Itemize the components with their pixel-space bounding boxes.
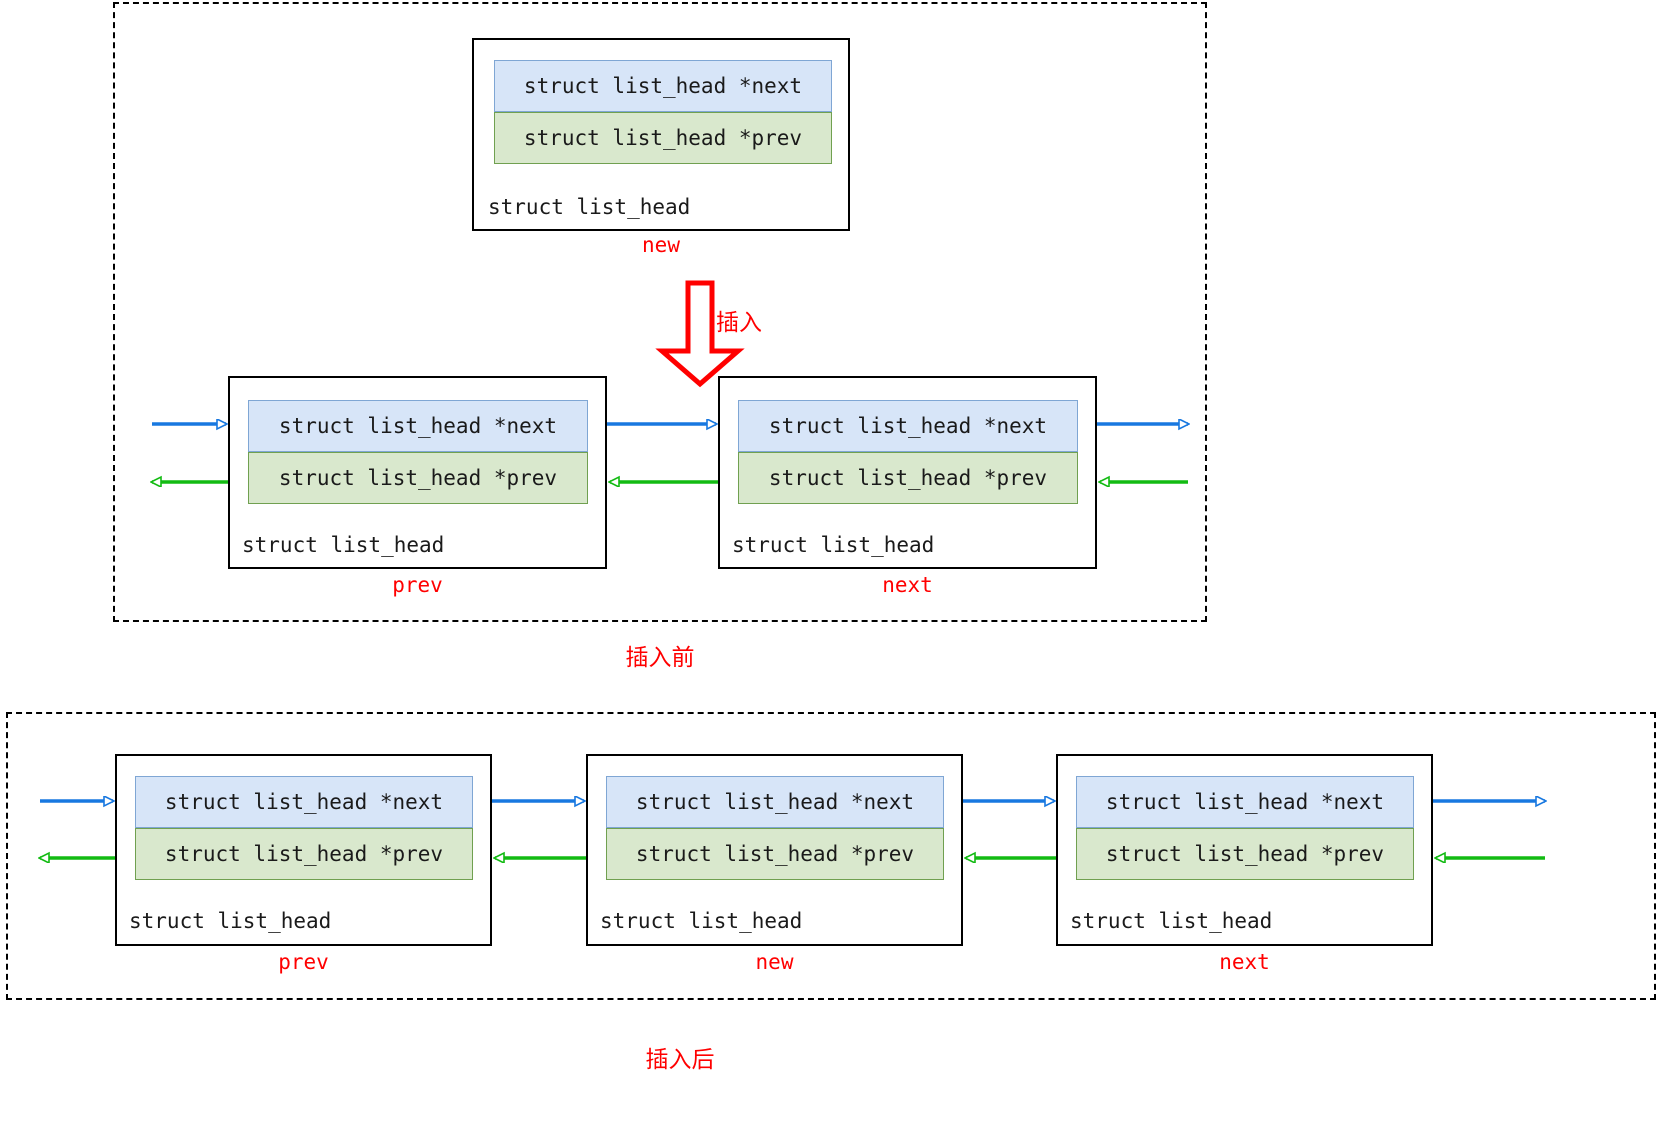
node-type-label-next-after: struct list_head (1070, 909, 1273, 933)
field-next-next-after: struct list_head *next (1076, 776, 1414, 828)
node-name-next-after: next (1219, 950, 1270, 974)
field-next-label: struct list_head *next (164, 790, 444, 814)
field-next-label: struct list_head *next (523, 74, 803, 98)
node-type-label-new-after: struct list_head (600, 909, 803, 933)
node-prev-before: struct list_head *next struct list_head … (228, 376, 607, 569)
field-prev-label: struct list_head *prev (278, 466, 558, 490)
insert-arrow-label: 插入 (716, 310, 762, 336)
field-prev-label: struct list_head *prev (768, 466, 1048, 490)
field-next-new-after: struct list_head *next (606, 776, 944, 828)
field-prev-label: struct list_head *prev (523, 126, 803, 150)
node-name-next-before: next (882, 573, 933, 597)
node-name-prev-after: prev (278, 950, 329, 974)
field-next-label: struct list_head *next (1105, 790, 1385, 814)
field-prev-new-after: struct list_head *prev (606, 828, 944, 880)
node-prev-after: struct list_head *next struct list_head … (115, 754, 492, 946)
node-new-before: struct list_head *next struct list_head … (472, 38, 850, 231)
field-prev-next-after: struct list_head *prev (1076, 828, 1414, 880)
node-name-new-after: new (755, 950, 794, 974)
before-group-box (113, 2, 1207, 622)
field-next-next-before: struct list_head *next (738, 400, 1078, 452)
field-prev-prev-before: struct list_head *prev (248, 452, 588, 504)
field-prev-next-before: struct list_head *prev (738, 452, 1078, 504)
field-prev-prev-after: struct list_head *prev (135, 828, 473, 880)
node-type-label-new-before: struct list_head (488, 195, 691, 219)
field-prev-label: struct list_head *prev (164, 842, 444, 866)
node-type-label-prev-after: struct list_head (129, 909, 332, 933)
field-next-new-before: struct list_head *next (494, 60, 832, 112)
node-name-prev-before: prev (392, 573, 443, 597)
field-prev-label: struct list_head *prev (1105, 842, 1385, 866)
field-next-prev-before: struct list_head *next (248, 400, 588, 452)
field-prev-new-before: struct list_head *prev (494, 112, 832, 164)
after-group-box (6, 712, 1656, 1000)
node-name-new-before: new (642, 233, 680, 257)
node-type-label-prev-before: struct list_head (242, 533, 445, 557)
field-next-label: struct list_head *next (635, 790, 915, 814)
field-next-prev-after: struct list_head *next (135, 776, 473, 828)
node-next-after: struct list_head *next struct list_head … (1056, 754, 1433, 946)
node-new-after: struct list_head *next struct list_head … (586, 754, 963, 946)
field-next-label: struct list_head *next (278, 414, 558, 438)
before-caption: 插入前 (625, 645, 695, 671)
field-next-label: struct list_head *next (768, 414, 1048, 438)
node-type-label-next-before: struct list_head (732, 533, 935, 557)
field-prev-label: struct list_head *prev (635, 842, 915, 866)
after-caption: 插入后 (645, 1047, 715, 1073)
node-next-before: struct list_head *next struct list_head … (718, 376, 1097, 569)
